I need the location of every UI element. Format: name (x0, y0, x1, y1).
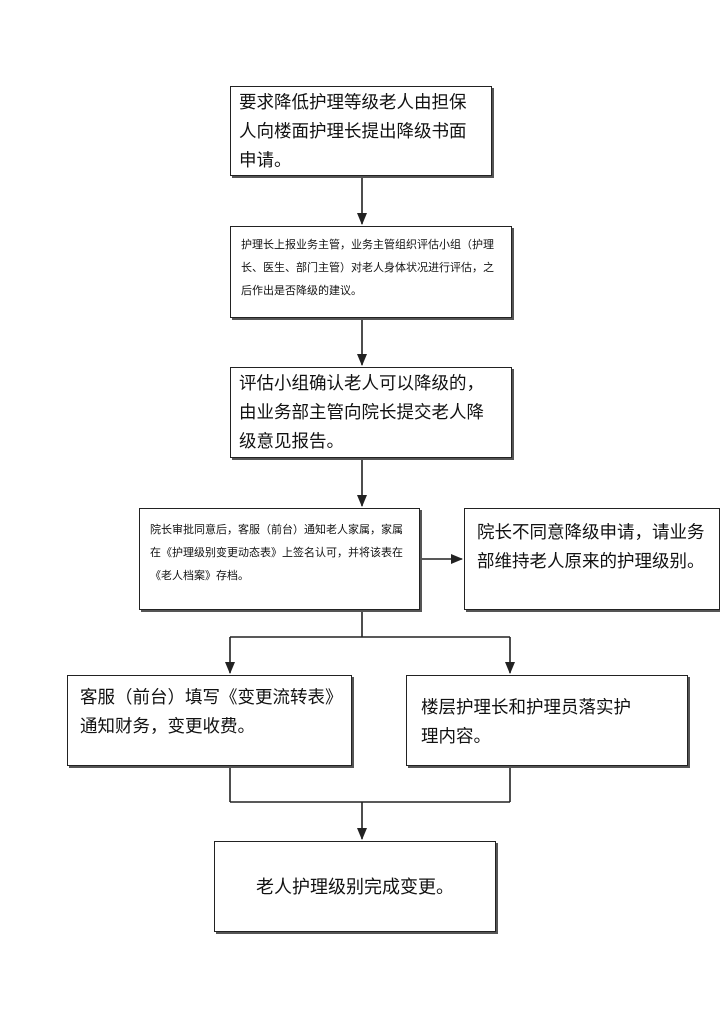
node-done: 老人护理级别完成变更。 (214, 841, 496, 932)
node-floor: 楼层护理长和护理员落实护理内容。 (406, 675, 688, 766)
node-approve: 院长审批同意后，客服（前台）通知老人家属，家属在《护理级别变更动态表》上签名认可… (139, 508, 420, 610)
node-done-text: 老人护理级别完成变更。 (256, 877, 454, 898)
node-request-text: 要求降低护理等级老人由担保人向楼面护理长提出降级书面申请。 (239, 93, 467, 171)
node-frontdesk-text: 客服（前台）填写《变更流转表》通知财务，变更收费。 (80, 688, 334, 737)
node-assess: 护理长上报业务主管，业务主管组织评估小组（护理长、医生、部门主管）对老人身体状况… (230, 226, 512, 318)
node-reject-text: 院长不同意降级申请，请业务部维持老人原来的护理级别。 (477, 523, 705, 572)
node-reject: 院长不同意降级申请，请业务部维持老人原来的护理级别。 (464, 508, 720, 610)
node-request: 要求降低护理等级老人由担保人向楼面护理长提出降级书面申请。 (230, 86, 492, 176)
node-report: 评估小组确认老人可以降级的，由业务部主管向院长提交老人降级意见报告。 (230, 367, 512, 458)
node-floor-text: 楼层护理长和护理员落实护理内容。 (421, 698, 631, 747)
node-report-text: 评估小组确认老人可以降级的，由业务部主管向院长提交老人降级意见报告。 (239, 374, 484, 452)
node-assess-text: 护理长上报业务主管，业务主管组织评估小组（护理长、医生、部门主管）对老人身体状况… (241, 238, 494, 297)
node-frontdesk: 客服（前台）填写《变更流转表》通知财务，变更收费。 (67, 675, 352, 766)
node-approve-text: 院长审批同意后，客服（前台）通知老人家属，家属在《护理级别变更动态表》上签名认可… (150, 523, 403, 582)
